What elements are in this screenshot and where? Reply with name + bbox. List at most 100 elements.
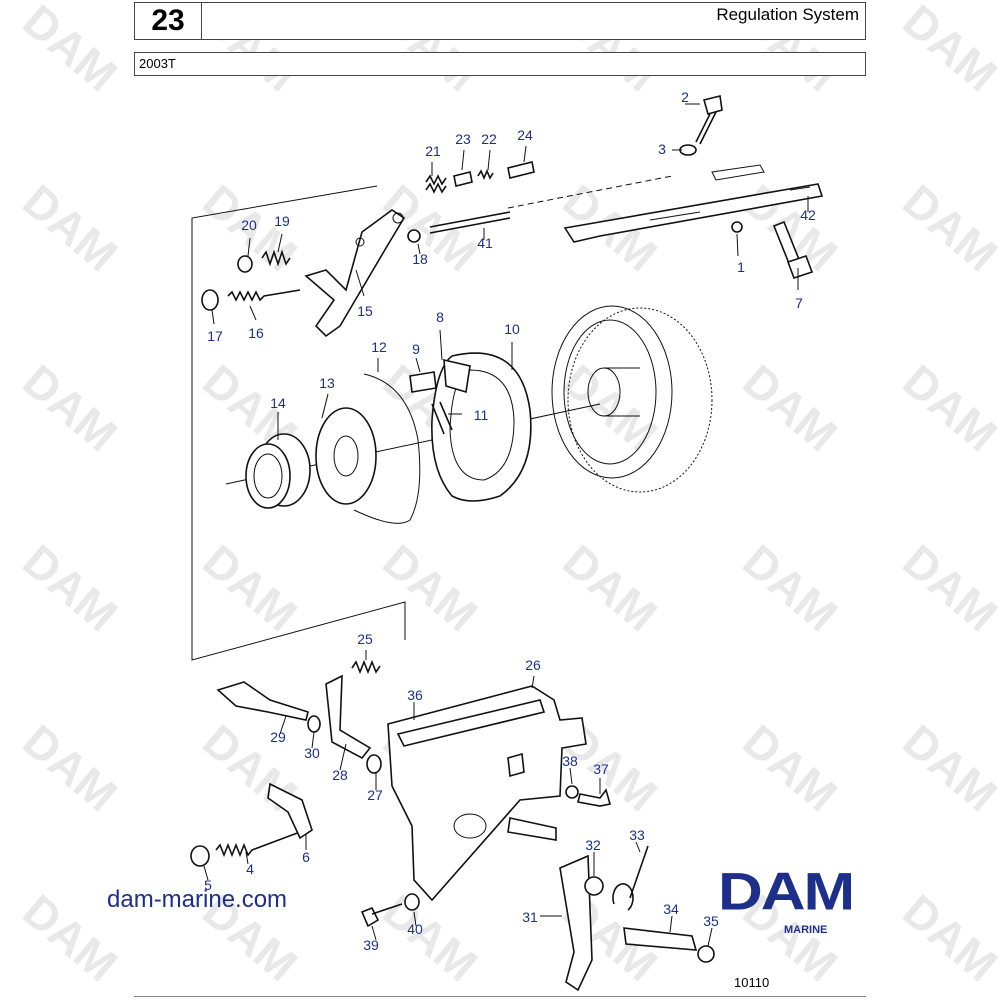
part-27-oring	[366, 754, 382, 774]
logo-text: DAM	[718, 862, 855, 922]
part-10-cover	[431, 352, 532, 502]
part-label: 32	[585, 837, 601, 853]
part-label: 36	[407, 687, 423, 703]
leader-lines	[203, 103, 809, 947]
part-22-spring	[477, 168, 494, 181]
part-20-cap	[237, 255, 253, 273]
part-32-nut	[584, 876, 604, 896]
part-15-lever	[304, 209, 406, 338]
part-label: 33	[629, 827, 645, 843]
model-name: 2003T	[139, 56, 176, 71]
part-12-ring	[353, 373, 421, 524]
part-label: 42	[800, 207, 816, 223]
watermark-text: DAM	[553, 534, 667, 641]
watermark-text: DAM	[373, 534, 487, 641]
part-11-pin	[431, 401, 453, 435]
watermark-text: DAM	[893, 714, 1000, 821]
watermark-layer: DAM DAM DAM DAM DAM DAM DAM DAM DAM DAM DAM DAM DAM D…	[13, 0, 1000, 991]
part-label: 7	[795, 295, 803, 311]
part-label: 24	[517, 127, 533, 143]
part-28-lever	[325, 674, 372, 760]
part-5-nut	[190, 845, 210, 867]
part-35-nut	[697, 945, 715, 963]
watermark-text: DAM	[893, 884, 1000, 991]
watermark-text: DAM	[13, 174, 127, 281]
part-label: 23	[455, 131, 471, 147]
drawing-reference: 10110	[734, 975, 770, 990]
part-42-lever	[563, 164, 824, 243]
part-19-spring	[261, 249, 291, 267]
watermark-text: DAM	[733, 534, 847, 641]
part-label: 14	[270, 395, 286, 411]
part-label: 20	[241, 217, 257, 233]
part-label: 37	[593, 761, 609, 777]
part-label: 17	[207, 328, 223, 344]
part-label: 19	[274, 213, 290, 229]
part-41-rod	[429, 211, 511, 234]
website-link[interactable]: dam-marine.com	[107, 886, 288, 913]
watermark-text: DAM	[193, 534, 307, 641]
part-4-screw	[215, 831, 301, 858]
part-label: 6	[302, 849, 310, 865]
part-7-bolt	[772, 220, 814, 280]
watermark-text: DAM	[893, 0, 1000, 101]
part-14-sleeve	[245, 433, 311, 509]
watermark-text: DAM	[893, 354, 1000, 461]
part-23-pin	[453, 171, 473, 187]
part-label: 12	[371, 339, 387, 355]
part-label: 2	[681, 89, 689, 105]
part-38-washer	[565, 785, 579, 799]
part-34-arm	[623, 927, 698, 951]
part-label: 29	[270, 729, 286, 745]
footer-divider	[134, 996, 866, 997]
part-label: 22	[481, 131, 497, 147]
part-18-bushing	[407, 229, 421, 243]
watermark-text: DAM	[733, 714, 847, 821]
part-29-shaft	[216, 681, 309, 721]
part-label: 5	[204, 877, 212, 893]
part-label: 38	[562, 753, 578, 769]
part-31-lever	[559, 854, 593, 992]
title-bar: 23 Regulation System	[134, 2, 866, 40]
part-30-ring	[307, 715, 321, 733]
watermark-text: DAM	[13, 534, 127, 641]
flywheel	[551, 305, 713, 493]
part-40-nut	[404, 893, 420, 911]
part-label: 11	[474, 407, 489, 423]
part-label: 35	[703, 913, 719, 929]
part-label: 39	[363, 937, 379, 953]
part-2-bolt	[695, 95, 723, 145]
watermark-text: DAM	[13, 354, 127, 461]
part-label: 8	[436, 309, 444, 325]
part-label: 18	[412, 251, 428, 267]
assembly-frame	[191, 185, 406, 661]
part-39-bolt	[360, 903, 403, 928]
watermark-text: DAM	[893, 174, 1000, 281]
watermark-text: DAM	[13, 0, 127, 101]
watermark-text: DAM	[13, 714, 127, 821]
part-label: 25	[357, 631, 373, 647]
part-label: 9	[412, 341, 420, 357]
part-16-screw	[227, 289, 301, 302]
logo-subtitle: MARINE	[784, 924, 828, 936]
part-26-housing	[387, 685, 587, 902]
watermark-text: DAM	[733, 354, 847, 461]
section-number: 23	[135, 3, 202, 39]
part-label: 41	[477, 235, 493, 251]
part-label: 4	[246, 861, 254, 877]
part-label: 27	[367, 787, 383, 803]
part-label: 30	[304, 745, 320, 761]
part-label: 16	[248, 325, 264, 341]
dashed-link-line	[507, 175, 673, 209]
part-label: 26	[525, 657, 541, 673]
part-1-nut	[731, 221, 743, 233]
part-label: 15	[357, 303, 373, 319]
part-label: 10	[504, 321, 520, 337]
part-label: 3	[658, 141, 666, 157]
part-3-washer	[679, 144, 697, 156]
part-37-bolt	[577, 788, 612, 807]
part-label: 34	[663, 901, 679, 917]
part-8-bracket	[443, 358, 471, 394]
